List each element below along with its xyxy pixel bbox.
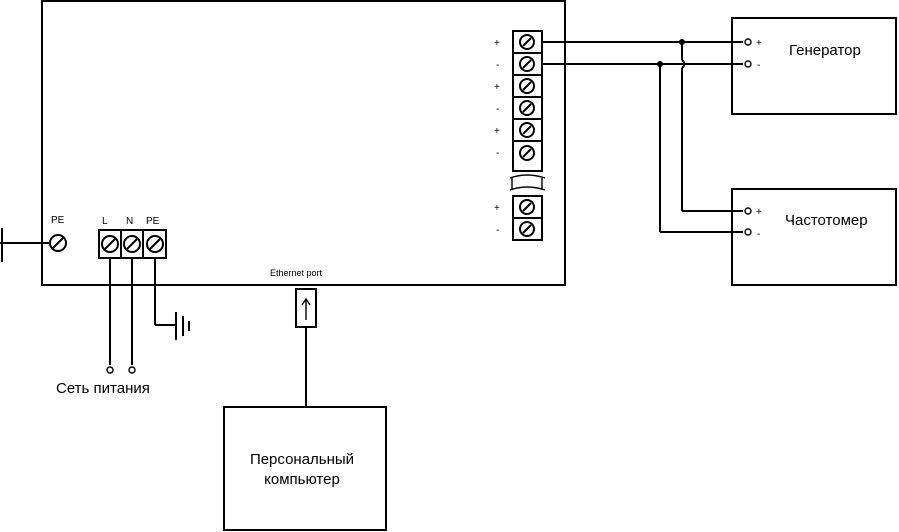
frequency-meter-plus: +: [756, 207, 762, 218]
generator-title: Генератор: [789, 42, 861, 59]
output-polarity-7: +: [494, 203, 500, 214]
generator-plus: +: [756, 38, 762, 49]
frequency-meter-minus: -: [757, 229, 760, 240]
output-polarity-4: -: [496, 104, 499, 115]
frequency-meter-box: [731, 188, 897, 286]
power-terminal-block: L N PE: [98, 216, 167, 259]
output-polarity-8: -: [496, 225, 499, 236]
pc-label-line1: Персональный: [250, 451, 354, 468]
mains-wires: [106, 258, 190, 374]
output-polarity-5: +: [494, 126, 500, 137]
external-pe-terminal: PE: [0, 215, 67, 262]
generator-box: [731, 17, 897, 115]
output-polarity-1: +: [494, 38, 500, 49]
main-unit-box: [41, 0, 566, 286]
output-polarity-3: +: [494, 82, 500, 93]
output-polarity-2: -: [496, 60, 499, 71]
pc-label-line2: компьютер: [264, 471, 340, 488]
external-pe-label: PE: [51, 215, 65, 226]
generator-minus: -: [757, 60, 760, 71]
ethernet-port: Ethernet port: [270, 268, 323, 407]
ethernet-port-label: Ethernet port: [270, 268, 323, 278]
terminal-label-n: N: [126, 216, 133, 227]
pc-box: [223, 406, 387, 531]
output-polarity-6: -: [496, 148, 499, 159]
output-wires: [542, 38, 752, 236]
terminal-label-l: L: [102, 216, 108, 227]
frequency-meter-title: Частотомер: [785, 212, 868, 229]
mains-label: Сеть питания: [56, 380, 150, 397]
output-terminal-strip: + - + - + - + -: [494, 30, 546, 241]
terminal-label-pe: PE: [146, 216, 160, 227]
